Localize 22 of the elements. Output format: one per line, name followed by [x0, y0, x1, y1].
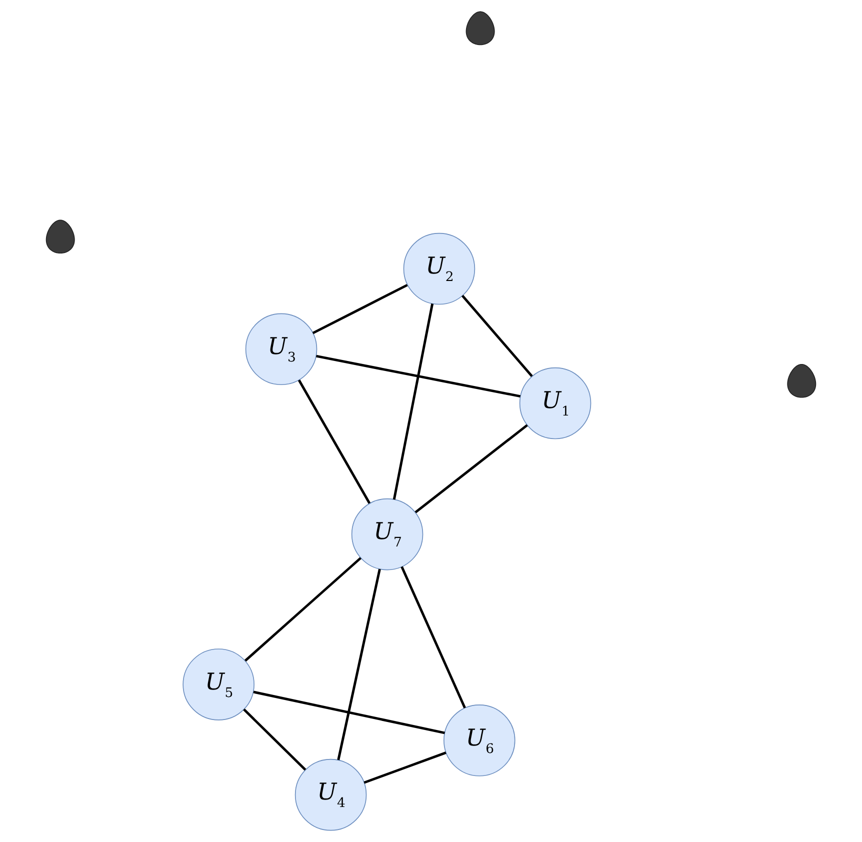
connector — [337, 568, 381, 760]
connector — [312, 284, 408, 334]
connector — [392, 304, 434, 500]
node-circle: U$_{7}$ — [351, 498, 424, 570]
node-person — [466, 11, 495, 46]
node-person — [787, 364, 816, 398]
connector — [461, 294, 533, 377]
node-circle: U$_{2}$ — [403, 232, 476, 305]
node-circle: U$_{4}$ — [294, 758, 367, 831]
connector — [364, 752, 446, 784]
connector — [253, 690, 445, 734]
connector — [244, 557, 362, 662]
node-circle: U$_{5}$ — [182, 648, 254, 720]
connector — [243, 708, 306, 771]
node-person — [46, 220, 75, 254]
connector — [400, 566, 466, 708]
connector — [298, 380, 371, 504]
node-circle: U$_{1}$ — [519, 367, 592, 440]
connector — [316, 354, 521, 398]
node-circle: U$_{6}$ — [444, 704, 516, 776]
connector — [414, 424, 528, 514]
node-circle: U$_{3}$ — [245, 313, 318, 386]
